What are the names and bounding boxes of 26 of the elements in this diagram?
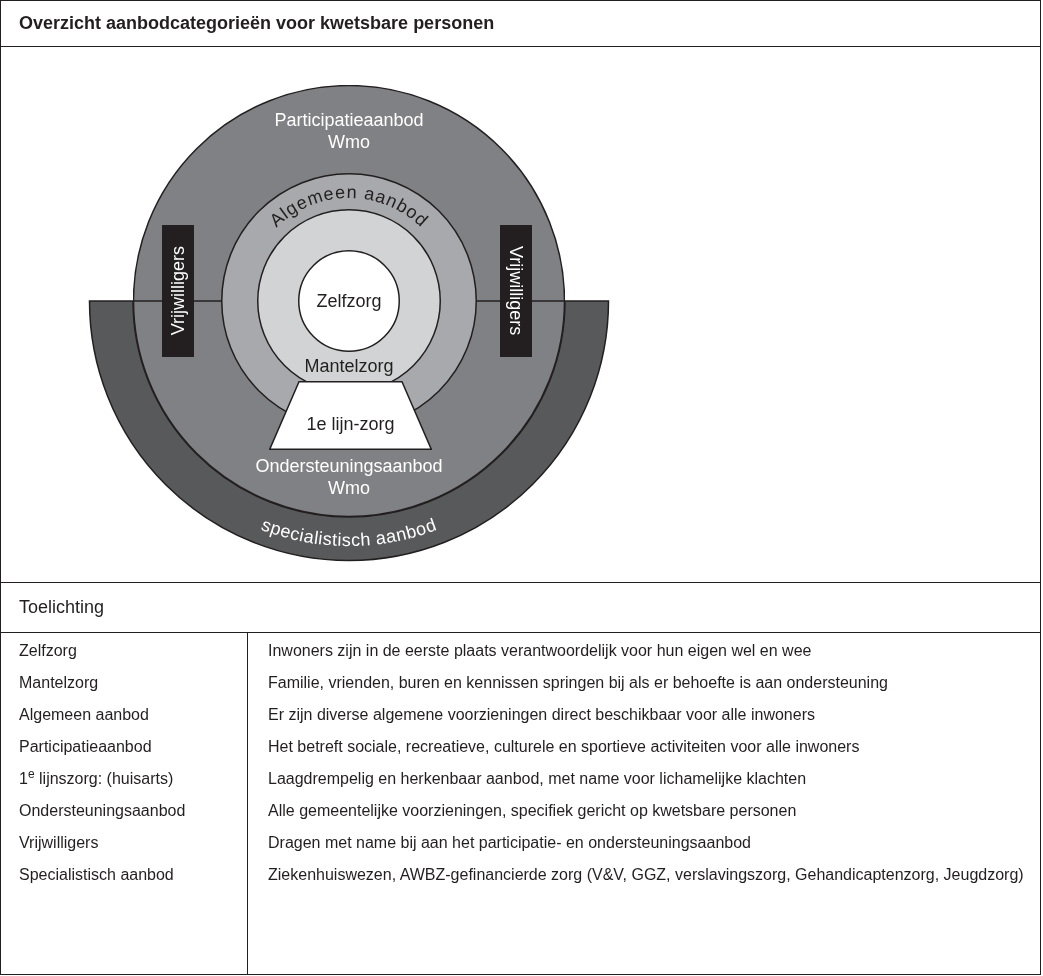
node-label: Zelfzorg bbox=[316, 290, 382, 312]
table-cell: Vrijwilligers bbox=[19, 834, 99, 851]
table-cell: Inwoners zijn in de eerste plaats verantwoordelijk voor hun eigen wel en wee bbox=[268, 642, 812, 659]
table-cell: Algemeen aanbod bbox=[19, 706, 149, 723]
vertical-label: Vrijwilligers bbox=[506, 246, 526, 336]
table-cell: Alle gemeentelijke voorzieningen, specifiek gericht op kwetsbare personen bbox=[268, 802, 797, 819]
node-label: 1e lijn-zorg bbox=[306, 412, 395, 435]
table-cell: Zelfzorg bbox=[19, 642, 77, 659]
table-cell: Ondersteuningsaanbod bbox=[19, 802, 186, 819]
table-cell: Participatieaanbod bbox=[19, 738, 152, 755]
table-cell: Ziekenhuiswezen, AWBZ-gefinancierde zorg (V&V, GGZ, verslavingszorg, Gehandicaptenzorg, Jeugdzorg) bbox=[268, 866, 1024, 883]
node-label: Participatieaanbod Wmo bbox=[273, 109, 425, 153]
table-cell: Mantelzorg bbox=[19, 674, 99, 691]
table-cell: Laagdrempelig en herkenbaar aanbod, met name voor lichamelijke klachten bbox=[268, 770, 807, 787]
table-cell: Familie, vrienden, buren en kennissen springen bij als er behoefte is aan ondersteuning bbox=[268, 674, 888, 691]
table-cell: Er zijn diverse algemene voorzieningen direct beschikbaar voor alle inwoners bbox=[268, 706, 815, 723]
curved-label: specialistisch aanbod bbox=[258, 514, 440, 551]
section-heading: Toelichting bbox=[19, 596, 105, 619]
table-cell: 1$^{e}$ lijnszorg: (huisarts) bbox=[19, 770, 174, 787]
table-cell: Dragen met name bij aan het participatie- en ondersteuningsaanbod bbox=[268, 834, 751, 851]
table-cell: Het betreft sociale, recreatieve, culturele en sportieve activiteiten voor alle inwoners bbox=[268, 738, 860, 755]
diagram-title: Overzicht aanbodcategorieën voor kwetsbare personen bbox=[19, 12, 495, 35]
node-label: Ondersteuningsaanbod Wmo bbox=[254, 455, 444, 499]
vertical-label: Vrijwilligers bbox=[168, 246, 188, 336]
node-label: Mantelzorg bbox=[304, 355, 394, 377]
table-cell: Specialistisch aanbod bbox=[19, 866, 174, 883]
